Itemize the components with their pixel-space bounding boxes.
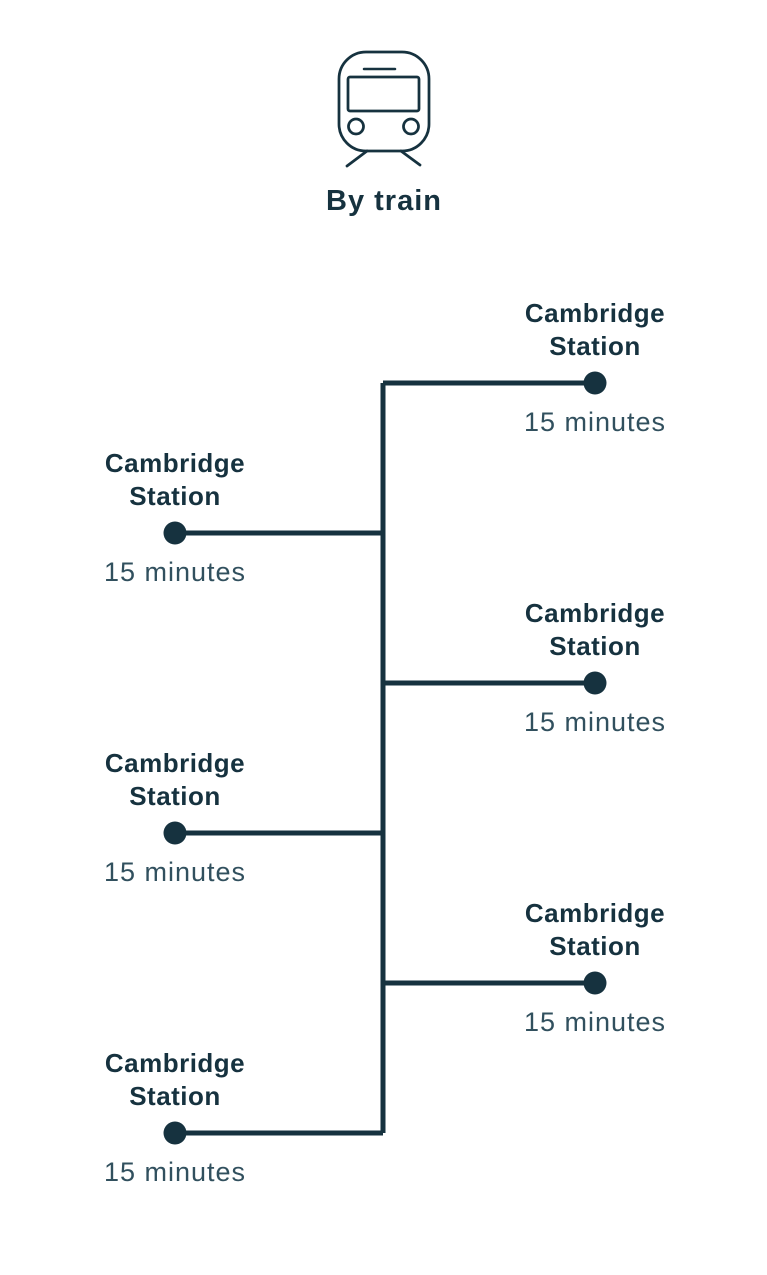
- station-name-label: Cambridge Station: [524, 598, 666, 661]
- stop-dot: [163, 1121, 187, 1145]
- page-title: By train: [326, 185, 442, 217]
- station-name-label: Cambridge Station: [104, 748, 246, 811]
- station-name-label: Cambridge Station: [524, 298, 666, 361]
- station-name-label: Cambridge Station: [104, 1048, 246, 1111]
- station-name-label: Cambridge Station: [104, 448, 246, 511]
- station-name-label: Cambridge Station: [524, 898, 666, 961]
- stop-dot: [583, 371, 607, 395]
- stop-dot: [163, 821, 187, 845]
- stop-dot: [583, 971, 607, 995]
- stop-dot: [583, 671, 607, 695]
- duration-label: 15 minutes: [103, 1157, 247, 1187]
- duration-label: 15 minutes: [103, 857, 247, 887]
- duration-label: 15 minutes: [523, 1007, 667, 1037]
- stop-dot: [163, 521, 187, 545]
- train-front-icon: [337, 50, 431, 168]
- duration-label: 15 minutes: [523, 407, 667, 437]
- duration-label: 15 minutes: [523, 707, 667, 737]
- duration-label: 15 minutes: [103, 557, 247, 587]
